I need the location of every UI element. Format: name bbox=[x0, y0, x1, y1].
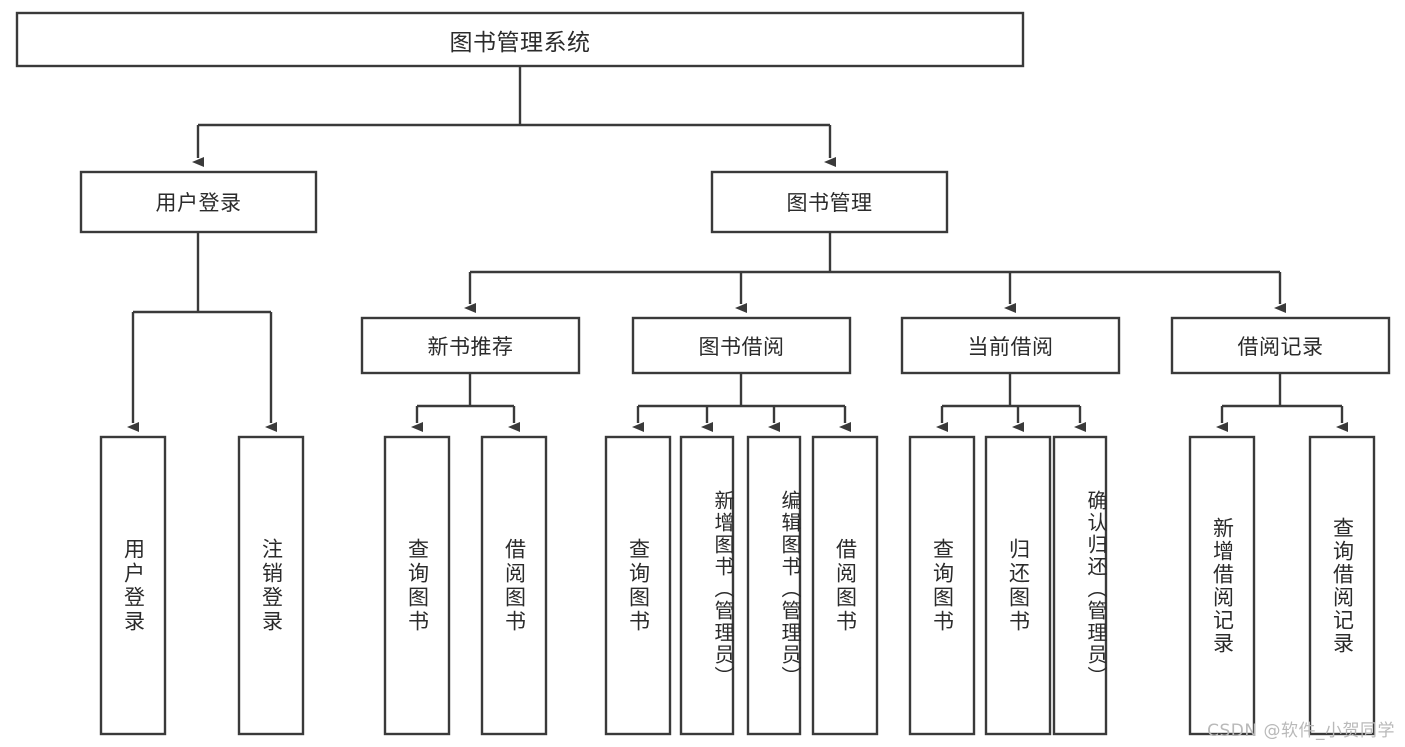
node-box-leaf-query-book-rec[interactable] bbox=[383, 435, 451, 736]
node-box-leaf-query-book-cb[interactable] bbox=[908, 435, 976, 736]
csdn-watermark: CSDN @软件_小贺同学 bbox=[1207, 721, 1395, 741]
node-box-root[interactable] bbox=[15, 11, 1025, 68]
node-box-book-borrow[interactable] bbox=[631, 316, 852, 375]
node-box-leaf-edit-book[interactable] bbox=[746, 435, 802, 736]
node-box-leaf-add-record[interactable] bbox=[1188, 435, 1256, 736]
node-box-borrow-record[interactable] bbox=[1170, 316, 1391, 375]
node-box-leaf-add-book[interactable] bbox=[679, 435, 735, 736]
node-box-book-manage[interactable] bbox=[710, 170, 949, 234]
node-box-leaf-query-record[interactable] bbox=[1308, 435, 1376, 736]
node-box-current-borrow[interactable] bbox=[900, 316, 1121, 375]
node-box-leaf-borrow-book-bb[interactable] bbox=[811, 435, 879, 736]
node-box-leaf-confirm-return[interactable] bbox=[1052, 435, 1108, 736]
node-box-leaf-borrow-book-rec[interactable] bbox=[480, 435, 548, 736]
node-box-leaf-user-login[interactable] bbox=[99, 435, 167, 736]
node-box-new-book-rec[interactable] bbox=[360, 316, 581, 375]
node-box-user-login[interactable] bbox=[79, 170, 318, 234]
node-box-leaf-query-book-bb[interactable] bbox=[604, 435, 672, 736]
node-box-leaf-return-book[interactable] bbox=[984, 435, 1052, 736]
node-box-leaf-logout[interactable] bbox=[237, 435, 305, 736]
